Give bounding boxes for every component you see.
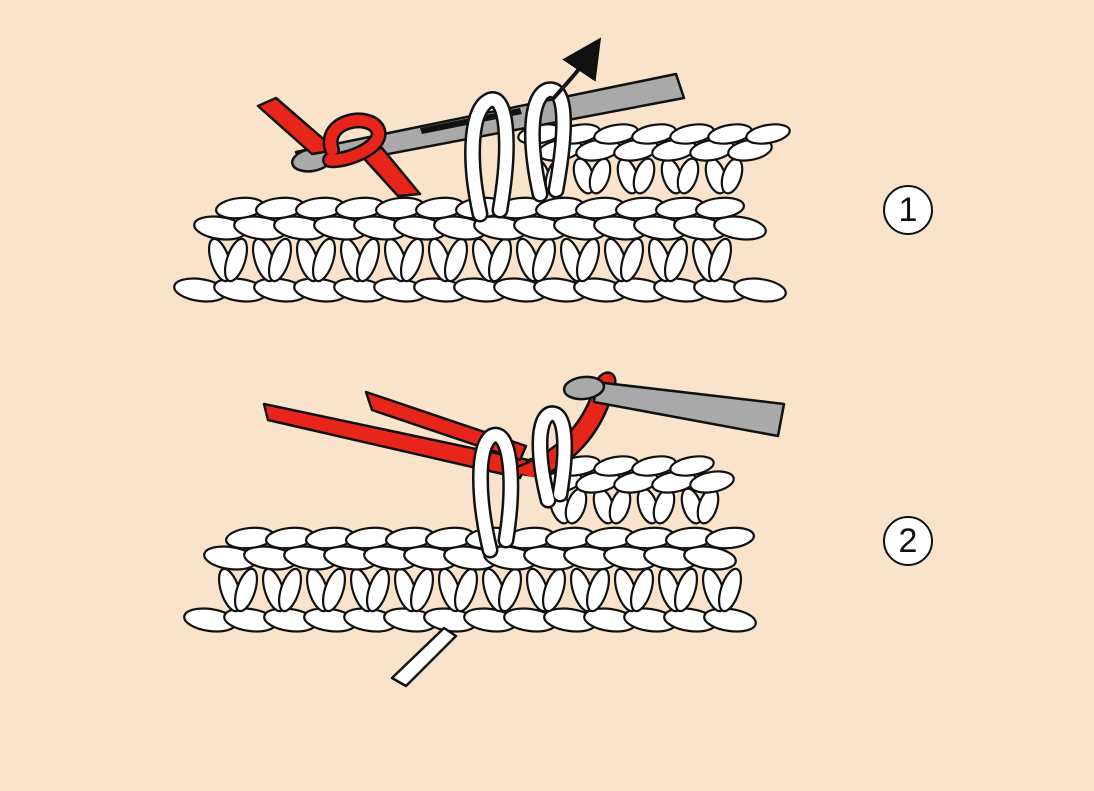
step-number-badge: 1 bbox=[883, 185, 933, 235]
yarn-tail bbox=[392, 628, 456, 686]
stitch-swatch bbox=[183, 453, 758, 634]
step-1-illustration bbox=[173, 54, 792, 305]
step-2-illustration bbox=[183, 373, 784, 686]
step-number-badge: 2 bbox=[883, 516, 933, 566]
